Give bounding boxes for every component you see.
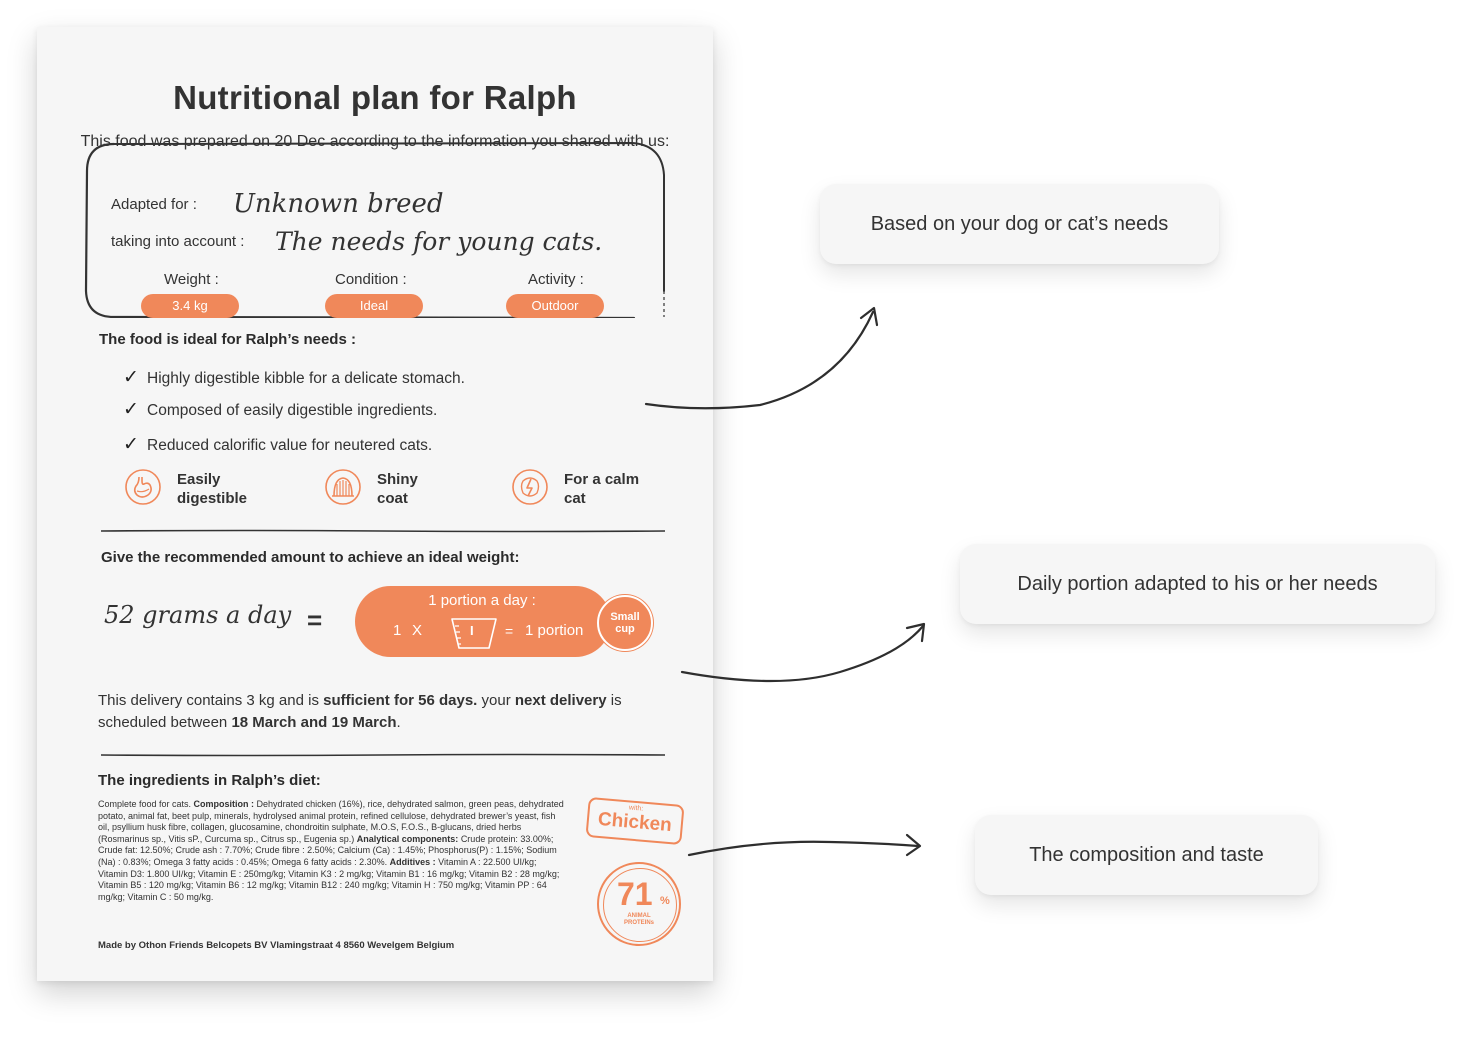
condition-value-pill: Ideal xyxy=(325,294,423,318)
taking-into-account-label: taking into account : xyxy=(111,233,245,250)
protein-value: 71 xyxy=(617,876,653,912)
section-divider xyxy=(101,753,665,757)
portion-per-day: 1 portion a day : xyxy=(428,592,536,609)
benefit-line: For a calm xyxy=(564,471,640,488)
need-item: ✓Composed of easily digestible ingredien… xyxy=(123,399,438,420)
weight-value-pill: 3.4 kg xyxy=(141,294,239,318)
times-sign: X xyxy=(412,622,423,639)
protein-label: ANIMAL xyxy=(627,913,651,919)
ingredients-heading: The ingredients in Ralph’s diet: xyxy=(98,772,321,789)
benefit-line: Shiny xyxy=(377,471,418,488)
arrow-to-portion-callout xyxy=(680,624,925,683)
portion-heading: Give the recommended amount to achieve a… xyxy=(101,549,520,566)
hand-drawn-frame xyxy=(84,141,665,318)
adapted-for-value: Unknown breed xyxy=(233,189,444,219)
need-item: ✓Reduced calorific value for neutered ca… xyxy=(123,434,433,455)
calm-icon xyxy=(512,469,548,505)
delivery-info: This delivery contains 3 kg and is suffi… xyxy=(98,692,622,731)
manufacturer-info: Made by Othon Friends Belcopets BV Vlami… xyxy=(98,940,455,951)
portion-summary: 1 portion a day : 1 X I = 1 portion xyxy=(355,586,611,657)
callout-needs: Based on your dog or cat’s needs xyxy=(820,184,1219,264)
callout-portion: Daily portion adapted to his or her need… xyxy=(960,544,1435,624)
protein-unit: % xyxy=(660,895,670,907)
coat-icon xyxy=(325,469,361,505)
small-cup-badge: Small cup xyxy=(597,595,653,651)
checkmark-icon: ✓ xyxy=(123,399,139,420)
animal-protein-badge: 71 % ANIMAL PROTEINs xyxy=(597,862,681,946)
callout-composition: The composition and taste xyxy=(975,815,1318,895)
arrow-to-needs-callout xyxy=(644,310,875,410)
nutrition-plan-sheet: Nutritional plan for Ralph This food was… xyxy=(37,27,713,981)
activity-label: Activity : xyxy=(528,271,584,288)
condition-label: Condition : xyxy=(335,271,407,288)
intro-text: This food was prepared on 20 Dec accordi… xyxy=(80,133,670,150)
benefit-line: digestible xyxy=(177,490,248,507)
activity-value-pill: Outdoor xyxy=(506,294,604,318)
checkmark-icon: ✓ xyxy=(123,367,139,388)
arrow-to-composition-callout xyxy=(687,840,920,857)
taking-into-account-value: The needs for young cats. xyxy=(275,227,603,256)
need-item: ✓Highly digestible kibble for a delicate… xyxy=(123,367,465,388)
benefit-line: cat xyxy=(564,490,586,507)
section-divider xyxy=(101,529,665,533)
adapted-for-label: Adapted for : xyxy=(111,196,197,213)
benefit-line: coat xyxy=(377,490,408,507)
equals-sign: = xyxy=(307,605,323,635)
grams-per-day: 52 grams a day xyxy=(104,601,292,629)
cup-mark: I xyxy=(470,623,474,638)
pet-profile-box: Adapted for : Unknown breed taking into … xyxy=(84,141,665,318)
portion-result: 1 portion xyxy=(525,622,584,639)
checkmark-icon: ✓ xyxy=(123,434,139,455)
result-equals: = xyxy=(505,623,514,639)
measuring-cup-icon xyxy=(451,618,497,649)
portion-multiplier: 1 xyxy=(393,622,402,639)
page-title: Nutritional plan for Ralph xyxy=(173,79,577,116)
stomach-icon xyxy=(125,469,161,505)
ingredients-text: Complete food for cats. Composition : De… xyxy=(98,799,564,902)
needs-heading: The food is ideal for Ralph’s needs : xyxy=(99,331,356,348)
weight-label: Weight : xyxy=(164,271,219,288)
benefit-line: Easily xyxy=(177,471,221,488)
protein-label: PROTEINs xyxy=(623,920,654,926)
